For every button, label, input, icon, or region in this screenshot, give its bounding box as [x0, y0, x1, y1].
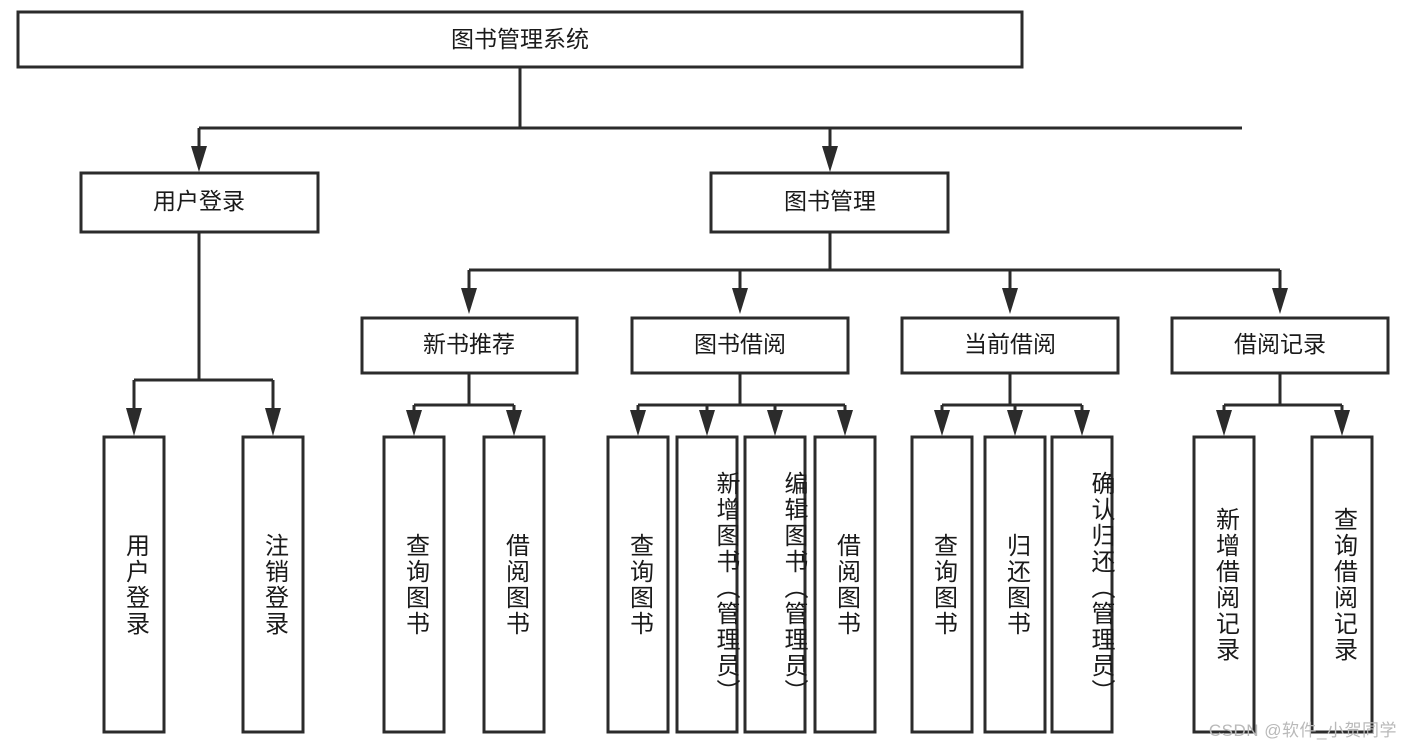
- leaf-box-query-book-nb[interactable]: [382, 435, 446, 734]
- connector-book-borrow-to-leaves: [630, 373, 853, 436]
- arrow-head-icon: [767, 410, 783, 436]
- arrow-head-icon: [822, 146, 838, 172]
- arrow-head-icon: [699, 410, 715, 436]
- node-book-management-label: 图书管理: [784, 188, 876, 214]
- csdn-watermark: CSDN @软件_小贺同学: [1208, 721, 1397, 740]
- leaf-box-user-login[interactable]: [102, 435, 166, 734]
- node-book-borrow[interactable]: 图书借阅: [630, 316, 850, 375]
- node-root-book-management-system[interactable]: 图书管理系统: [16, 10, 1024, 69]
- arrow-head-icon: [732, 288, 748, 314]
- node-user-login[interactable]: 用户登录: [79, 171, 320, 234]
- leaf-box-return-book[interactable]: [983, 435, 1047, 734]
- arrow-head-icon: [1002, 288, 1018, 314]
- arrow-head-icon: [1334, 410, 1350, 436]
- node-book-borrow-label: 图书借阅: [694, 331, 786, 357]
- arrow-head-icon: [406, 410, 422, 436]
- leaf-box-add-record[interactable]: [1192, 435, 1256, 734]
- connector-book-manage-to-level3: [461, 232, 1288, 314]
- leaf-box-query-book-cb[interactable]: [910, 435, 974, 734]
- node-root-label: 图书管理系统: [451, 26, 589, 52]
- arrow-head-icon: [265, 408, 281, 436]
- connector-user-login-to-leaves: [126, 232, 281, 436]
- connector-current-borrow-to-leaves: [934, 373, 1090, 436]
- leaf-box-borrow-book-nb[interactable]: [482, 435, 546, 734]
- leaf-box-borrow-book-bb[interactable]: [813, 435, 877, 734]
- leaf-box-group: [102, 435, 1374, 734]
- connector-borrow-record-to-leaves: [1216, 373, 1350, 436]
- arrow-head-icon: [1007, 410, 1023, 436]
- node-borrow-record-label: 借阅记录: [1234, 331, 1326, 357]
- arrow-head-icon: [1216, 410, 1232, 436]
- arrow-head-icon: [934, 410, 950, 436]
- connector-root-to-level2: [191, 67, 1242, 172]
- node-current-borrow[interactable]: 当前借阅: [900, 316, 1120, 375]
- arrow-head-icon: [126, 408, 142, 436]
- node-user-login-label: 用户登录: [153, 188, 245, 214]
- arrow-head-icon: [630, 410, 646, 436]
- leaf-box-logout-login[interactable]: [241, 435, 305, 734]
- leaf-box-add-book-admin[interactable]: [675, 435, 739, 734]
- leaf-box-query-book-bb[interactable]: [606, 435, 670, 734]
- leaf-box-query-record[interactable]: [1310, 435, 1374, 734]
- node-new-book-recommend[interactable]: 新书推荐: [360, 316, 579, 375]
- leaf-box-confirm-return[interactable]: [1050, 435, 1114, 734]
- arrow-head-icon: [506, 410, 522, 436]
- node-new-book-recommend-label: 新书推荐: [423, 331, 515, 357]
- node-borrow-record[interactable]: 借阅记录: [1170, 316, 1390, 375]
- leaf-box-edit-book-admin[interactable]: [743, 435, 807, 734]
- arrow-head-icon: [837, 410, 853, 436]
- arrow-head-icon: [1272, 288, 1288, 314]
- connector-new-book-to-leaves: [406, 373, 522, 436]
- node-current-borrow-label: 当前借阅: [964, 331, 1056, 357]
- node-book-management[interactable]: 图书管理: [709, 171, 950, 234]
- arrow-head-icon: [1074, 410, 1090, 436]
- arrow-head-icon: [191, 146, 207, 172]
- arrow-head-icon: [461, 288, 477, 314]
